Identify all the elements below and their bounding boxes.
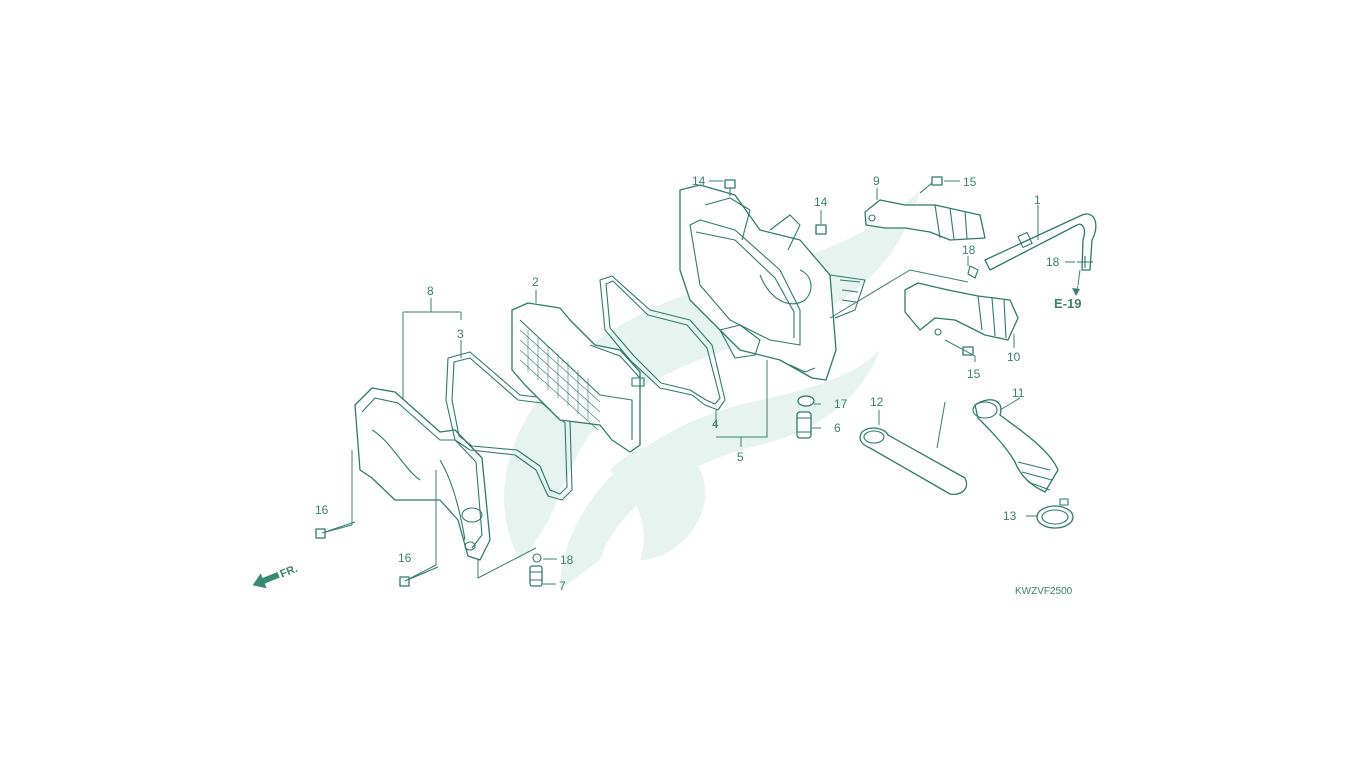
callout-14a: 14 — [692, 174, 706, 188]
callout-11: 11 — [1012, 386, 1025, 400]
callout-14b: 14 — [814, 195, 828, 209]
part-16-screw-a — [315, 521, 356, 539]
part-18-clip-right — [1077, 256, 1093, 268]
reference-label: E-19 — [1054, 296, 1081, 311]
part-12-tube — [859, 427, 968, 495]
callout-7: 7 — [559, 579, 566, 593]
callout-1: 1 — [1034, 193, 1041, 207]
leader-lines — [321, 180, 1081, 585]
callout-2: 2 — [532, 275, 539, 289]
callout-15a: 15 — [963, 175, 977, 189]
part-6-drain-plug — [796, 411, 812, 439]
callout-12: 12 — [870, 395, 884, 409]
callout-15b: 15 — [967, 367, 981, 381]
part-17-clip — [797, 395, 815, 407]
part-15-screw-upper — [919, 176, 943, 194]
front-arrow: FR. — [252, 563, 300, 589]
callout-5: 5 — [737, 450, 744, 464]
part-15-screw-lower — [962, 346, 974, 356]
part-1-breather-tube — [984, 213, 1097, 271]
part-2-air-filter-element — [511, 302, 645, 453]
part-5-air-cleaner-case — [679, 184, 866, 381]
callout-4: 4 — [712, 417, 719, 431]
part-10-intake-duct — [904, 282, 1019, 341]
callout-16b: 16 — [398, 551, 412, 565]
part-18-clip-upper — [967, 265, 979, 279]
part-9-connecting-tube — [864, 199, 986, 241]
callouts: 1 2 3 4 5 6 7 8 9 10 11 12 13 14 14 15 1… — [315, 174, 1060, 593]
callout-18c: 18 — [560, 553, 574, 567]
part-8-air-cleaner-cover — [354, 387, 491, 561]
part-3-seal — [445, 351, 573, 501]
callout-18b: 18 — [1046, 255, 1060, 269]
callout-18a: 18 — [962, 243, 976, 257]
part-14-bolt-left — [724, 179, 736, 196]
callout-13: 13 — [1003, 509, 1017, 523]
part-18-clip-lower — [532, 553, 542, 563]
part-11-connecting-tube — [972, 399, 1059, 493]
part-7-drain-plug — [529, 565, 543, 587]
part-14-bolt-right — [815, 224, 827, 235]
callout-9: 9 — [873, 174, 880, 188]
callout-8: 8 — [427, 284, 434, 298]
front-arrow-label: FR. — [279, 563, 300, 581]
diagram-code: KWZVF2500 — [1015, 586, 1073, 597]
part-4-seal — [599, 275, 726, 411]
part-16-screw-b — [399, 566, 439, 587]
callout-6: 6 — [834, 421, 841, 435]
callout-17: 17 — [834, 397, 848, 411]
reference-e19: E-19 — [1054, 285, 1081, 311]
callout-10: 10 — [1007, 350, 1021, 364]
callout-3: 3 — [457, 327, 464, 341]
part-13-clamp — [1036, 498, 1074, 529]
callout-16a: 16 — [315, 503, 329, 517]
